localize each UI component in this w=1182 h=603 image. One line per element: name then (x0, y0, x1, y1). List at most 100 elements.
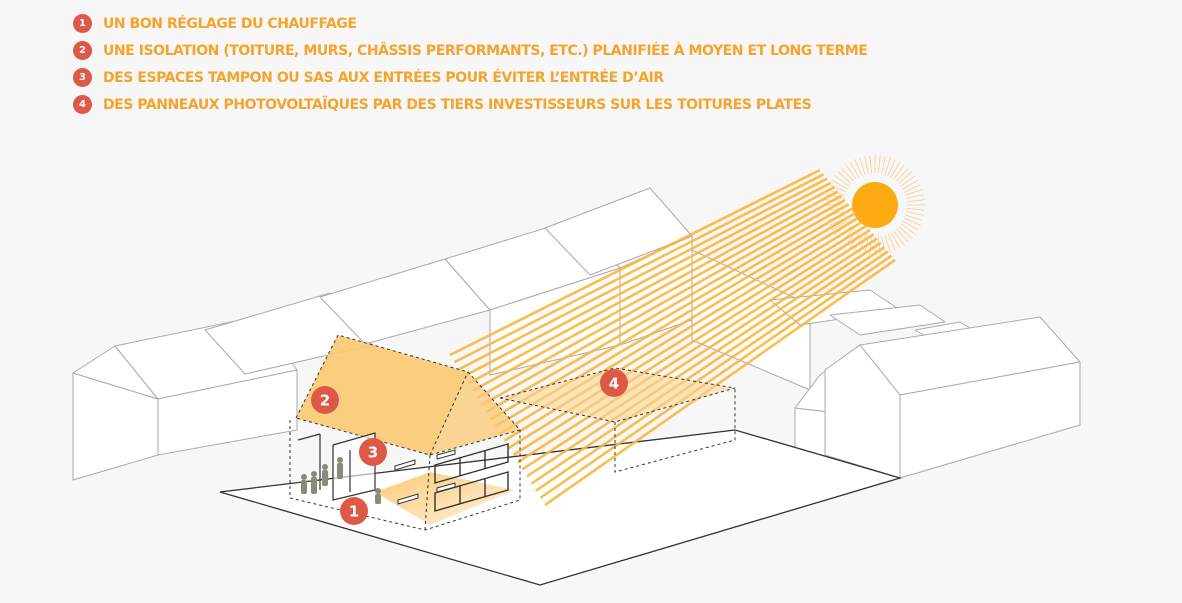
roof-gable-highlight (430, 372, 520, 455)
marker-label: 3 (368, 444, 378, 462)
marker-label: 2 (320, 392, 330, 410)
roof-insulation-highlight (296, 335, 468, 455)
sun-beam (449, 168, 821, 357)
sun-beam (535, 250, 889, 492)
sun-ray (890, 232, 901, 249)
sun-ray (869, 155, 873, 174)
main-house (289, 334, 521, 531)
small-window-bars (394, 449, 456, 505)
sun-beam (458, 177, 828, 371)
legend-number-badge: 1 (73, 14, 92, 33)
sun-ray (906, 207, 925, 211)
sun-ray (849, 161, 860, 178)
sun-beam (544, 258, 896, 507)
sun-ray (845, 164, 857, 180)
sun-ray (877, 155, 881, 174)
legend-item-2: 2 UNE ISOLATION (TOITURE, MURS, CHÂSSIS … (73, 41, 868, 60)
floor-heating-highlight (375, 472, 515, 525)
sun-beam (530, 246, 886, 485)
windows (434, 443, 509, 512)
sun-beam (512, 228, 871, 457)
sun-ray (859, 157, 866, 175)
legend-number-badge: 4 (73, 95, 92, 114)
sun-ray (906, 211, 924, 216)
sun-ray (841, 167, 854, 182)
legend-text: UN BON RÉGLAGE DU CHAUFFAGE (103, 15, 357, 32)
sun-beam (526, 241, 882, 478)
sun-ray (869, 236, 873, 255)
sun-ray (854, 159, 863, 176)
sun-ray (905, 214, 923, 221)
sun-ray (834, 175, 850, 187)
sun-beam (517, 233, 875, 464)
sun-beam (462, 181, 832, 378)
house-corner-line (424, 454, 431, 531)
marker-1: 1 (340, 497, 368, 525)
people-silhouettes (301, 457, 381, 504)
window-upper (434, 443, 509, 484)
sun-ray (902, 220, 919, 231)
sun-ray (881, 236, 886, 254)
neighbour-houses-back (72, 187, 693, 481)
sun-ray (829, 184, 846, 193)
legend-number-badge: 2 (73, 41, 92, 60)
flat-building-walls (614, 388, 736, 473)
sun-beam (481, 198, 846, 407)
sun-ray (837, 171, 852, 184)
legend-item-3: 3 DES ESPACES TAMPON OU SAS AUX ENTRÉES … (73, 68, 867, 87)
sun-beam (490, 207, 853, 421)
marker-3: 3 (359, 438, 387, 466)
legend-item-1: 1 UN BON RÉGLAGE DU CHAUFFAGE (73, 14, 867, 33)
sun-ray (864, 156, 869, 174)
flat-roof-outline (499, 367, 736, 423)
sun-ray (904, 217, 921, 226)
sun-ray (905, 189, 923, 196)
sun-ray (884, 157, 891, 175)
sun-beam (521, 237, 878, 471)
sun-ray (896, 167, 909, 182)
sun-ray (877, 236, 881, 255)
plot-ground (219, 429, 903, 586)
legend-text: DES ESPACES TAMPON OU SAS AUX ENTRÉES PO… (103, 69, 664, 86)
sun-ray (881, 156, 886, 174)
legend-item-4: 4 DES PANNEAUX PHOTOVOLTAÏQUES PAR DES T… (73, 95, 867, 114)
sun-ray (904, 184, 921, 193)
sun-ray (906, 194, 924, 199)
sun-ray (902, 179, 919, 190)
sun-ray (884, 235, 891, 253)
marker-label: 1 (349, 503, 359, 521)
sun-ray (898, 226, 913, 239)
window-lower (434, 471, 509, 512)
sun-beam (539, 254, 893, 499)
sun-beam (467, 185, 835, 385)
sun-ray (893, 230, 905, 246)
legend-number-badge: 3 (73, 68, 92, 87)
sun-beam (485, 203, 850, 414)
sun-ray (887, 159, 896, 176)
roof-outline (295, 334, 521, 456)
marker-4: 4 (600, 369, 628, 397)
marker-2: 2 (311, 386, 339, 414)
legend-text: UNE ISOLATION (TOITURE, MURS, CHÂSSIS PE… (103, 42, 868, 59)
legend: 1 UN BON RÉGLAGE DU CHAUFFAGE 2 UNE ISOL… (73, 14, 868, 114)
legend-text: DES PANNEAUX PHOTOVOLTAÏQUES PAR DES TIE… (103, 96, 812, 113)
sun-ray (900, 175, 916, 187)
house-right-end (824, 344, 901, 479)
flat-roof-b (829, 304, 946, 336)
sun-ray (893, 164, 905, 180)
sun-beam (476, 194, 843, 399)
sun-ray (898, 171, 913, 184)
sun-ray (900, 223, 916, 235)
house-left-wall (157, 369, 298, 456)
sun-ray (890, 161, 901, 178)
sun-ray (887, 234, 896, 251)
sun-ray (906, 199, 925, 203)
sun-icon (852, 182, 898, 228)
marker-label: 4 (609, 375, 619, 393)
sun-beam (471, 190, 839, 392)
sun-ray (831, 179, 848, 190)
sun-ray (831, 220, 848, 231)
sun-beam (453, 173, 825, 364)
sun-ray (896, 228, 909, 243)
